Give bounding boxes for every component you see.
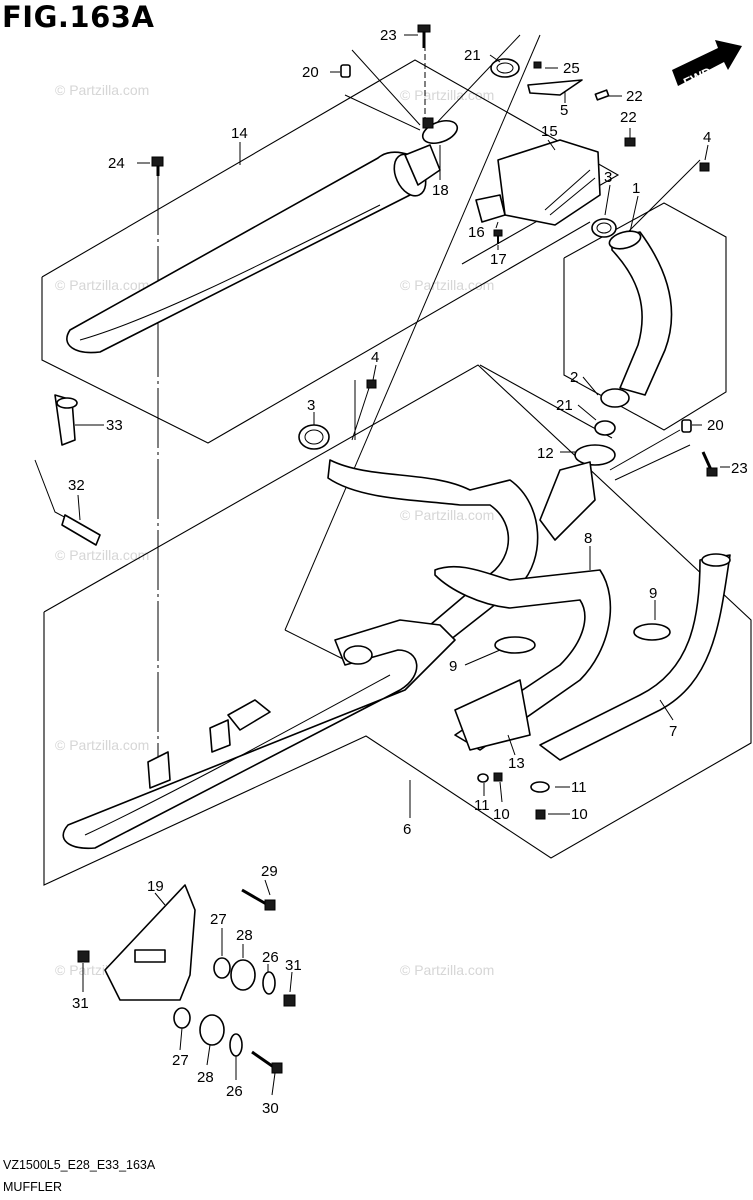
callout-23[interactable]: 23 [380,27,397,44]
model-code: VZ1500L5_E28_E33_163A [3,1158,156,1172]
callout-20[interactable]: 20 [302,64,319,81]
part-23-bolt-lower[interactable] [701,451,718,477]
callout-22-b[interactable]: 22 [620,109,637,126]
watermark: © Partzilla.com [55,737,149,753]
callout-19[interactable]: 19 [147,878,164,895]
callout-9-b[interactable]: 9 [449,658,457,675]
part-14-muffler-upper[interactable] [66,144,441,354]
callout-28[interactable]: 28 [236,927,253,944]
part-15-heat-cover[interactable] [497,139,601,226]
part-27-collar[interactable] [173,957,231,1029]
callout-21[interactable]: 21 [464,47,481,64]
callout-11-b[interactable]: 11 [474,797,490,814]
callout-26-b[interactable]: 26 [226,1083,243,1100]
construction-lines [157,34,701,765]
callout-25[interactable]: 25 [563,60,580,77]
part-8-exhaust-pipe-front[interactable] [327,459,612,751]
callout-4[interactable]: 4 [703,129,711,146]
callout-31-b[interactable]: 31 [72,995,89,1012]
callout-32[interactable]: 32 [68,477,85,494]
part-3-gasket-lower[interactable] [298,424,330,450]
part-26-washer[interactable] [229,971,276,1057]
watermark: © Partzilla.com [400,277,494,293]
leader-lines [75,34,730,1096]
callout-3[interactable]: 3 [604,169,612,186]
part-23-bolt[interactable] [417,24,431,48]
part-31-nut[interactable] [77,950,296,1007]
callout-20-b[interactable]: 20 [707,417,724,434]
watermark: © Partzilla.com [400,962,494,978]
callout-28-b[interactable]: 28 [197,1069,214,1086]
part-10-bolt[interactable] [493,772,546,820]
callout-7[interactable]: 7 [669,723,677,740]
part-28-grommet[interactable] [199,959,256,1046]
part-22-damper[interactable] [594,89,636,147]
watermark: © Partzilla.com [400,507,494,523]
callout-15[interactable]: 15 [541,123,558,140]
part-7-exhaust-pipe-rear[interactable] [539,553,731,761]
callout-2[interactable]: 2 [570,369,578,386]
callout-6[interactable]: 6 [403,821,411,838]
callout-26[interactable]: 26 [262,949,279,966]
callout-23-b[interactable]: 23 [731,460,748,477]
callout-13[interactable]: 13 [508,755,525,772]
part-32-oxygen-sensor[interactable] [34,459,101,546]
part-24-bolt[interactable] [151,156,164,176]
figure-title: FIG.163A [2,0,155,34]
callout-4-b[interactable]: 4 [371,349,379,366]
callout-5[interactable]: 5 [560,102,568,119]
part-9-clamp[interactable] [494,623,671,654]
callout-11[interactable]: 11 [571,779,587,796]
part-20-collar-lower[interactable] [681,419,692,433]
part-5-bracket[interactable] [527,79,583,96]
watermark: © Partzilla.com [55,547,149,563]
part-2-clamp[interactable] [600,388,630,408]
callout-labels: 23 20 21 25 5 22 22 4 14 24 15 3 18 1 16… [68,27,748,1117]
callout-21-b[interactable]: 21 [556,397,573,414]
callout-8[interactable]: 8 [584,530,592,547]
callout-9[interactable]: 9 [649,585,657,602]
callout-14[interactable]: 14 [231,125,248,142]
part-11-washer[interactable] [477,773,550,793]
callout-24[interactable]: 24 [108,155,125,172]
callout-31[interactable]: 31 [285,957,302,974]
watermark: © Partzilla.com [400,87,494,103]
part-16-bracket[interactable] [475,194,506,223]
part-18-clamp[interactable] [420,116,461,147]
callout-3-b[interactable]: 3 [307,397,315,414]
part-21-gasket-lower[interactable] [594,420,616,436]
part-3-gasket[interactable] [591,218,617,238]
part-33-cap[interactable] [54,394,78,446]
callout-22[interactable]: 22 [626,88,643,105]
part-17-screw[interactable] [493,229,503,244]
part-19-muffler-bracket[interactable] [104,884,196,1001]
callout-30[interactable]: 30 [262,1100,279,1117]
part-21-gasket[interactable] [490,58,520,78]
fwd-arrow-badge: FWD [672,40,742,90]
part-13-cover[interactable] [454,679,531,751]
callout-27-b[interactable]: 27 [172,1052,189,1069]
callout-27[interactable]: 27 [210,911,227,928]
callout-10-b[interactable]: 10 [571,806,588,823]
callout-10[interactable]: 10 [493,806,510,823]
part-30-bolt[interactable] [251,1050,283,1074]
callout-18[interactable]: 18 [432,182,449,199]
callout-1[interactable]: 1 [632,180,640,197]
part-25-bolt[interactable] [533,61,542,69]
part-12-clamp[interactable] [574,444,616,466]
part-4-bolt[interactable] [366,162,710,389]
watermark: © Partzilla.com [55,277,149,293]
callout-16[interactable]: 16 [468,224,485,241]
callout-33[interactable]: 33 [106,417,123,434]
watermark: © Partzilla.com [55,82,149,98]
part-6-muffler-lower[interactable] [62,619,456,850]
section-name: MUFFLER [3,1180,63,1194]
callout-17[interactable]: 17 [490,251,507,268]
part-1-exhaust-pipe[interactable] [607,228,673,396]
part-29-bolt[interactable] [241,888,276,911]
callout-29[interactable]: 29 [261,863,278,880]
callout-12[interactable]: 12 [537,445,554,462]
part-20-collar[interactable] [340,64,351,78]
